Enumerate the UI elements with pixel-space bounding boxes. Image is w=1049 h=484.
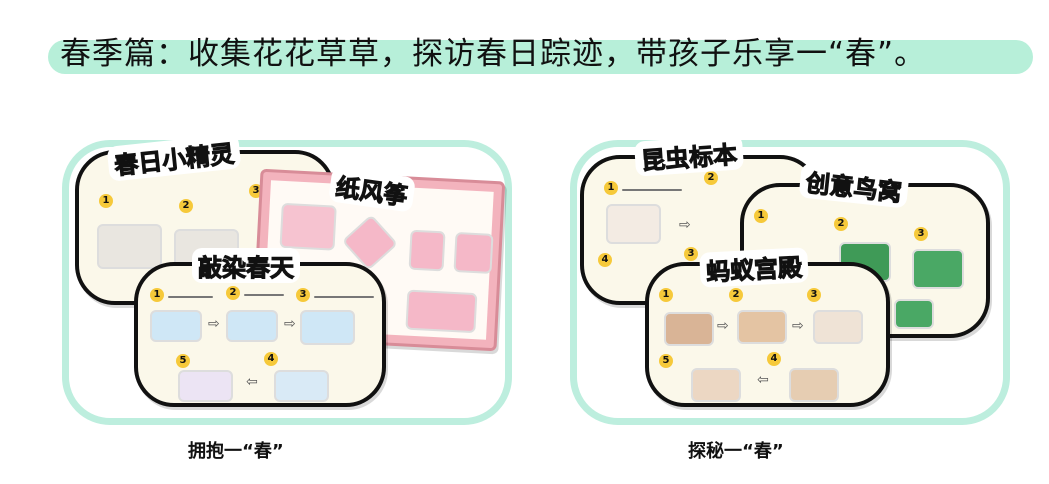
step-text [622,189,682,191]
arrow-right-icon: ⇨ [284,316,296,332]
step-photo [664,312,714,346]
step-photo [691,368,741,402]
card-tap-dye-spring[interactable]: 1 2 3 ⇨ ⇨ 5 4 ⇦ [134,262,386,407]
step-text [244,294,284,296]
title-highlight [48,40,1033,74]
step-photo [226,310,278,342]
arrow-left-icon: ⇦ [246,374,258,390]
left-caption: 拥抱一“春” [188,441,284,462]
step-photo [789,368,839,402]
step-photo [606,204,661,244]
arrow-left-icon: ⇦ [757,372,769,388]
card-title: 蚂蚁宫殿 [699,247,809,288]
step-badge: 2 [729,288,743,302]
step-badge: 4 [264,352,278,366]
step-badge: 4 [598,253,612,267]
step-photo [150,310,202,342]
step-photo [453,231,494,274]
arrow-right-icon: ⇨ [792,318,804,334]
step-badge: 4 [767,352,781,366]
step-photo [178,370,233,402]
step-badge: 5 [659,354,673,368]
step-badge: 2 [226,286,240,300]
page-header: 春季篇：收集花花草草，探访春日踪迹，带孩子乐享一“春”。 [48,22,1033,76]
step-photo [813,310,863,344]
right-group-outline [570,140,1010,425]
card-title: 敲染春天 [192,248,300,283]
step-photo [279,202,337,251]
arrow-right-icon: ⇨ [679,217,691,233]
step-badge: 5 [176,354,190,368]
arrow-right-icon: ⇨ [717,318,729,334]
step-badge: 1 [604,181,618,195]
step-photo [894,299,934,329]
step-photo [912,249,964,289]
right-caption: 探秘一“春” [688,441,784,462]
card-title: 昆虫标本 [633,134,745,177]
step-badge: 2 [179,199,193,213]
step-badge: 3 [914,227,928,241]
step-photo [405,289,478,334]
step-badge: 1 [150,288,164,302]
step-badge: 3 [807,288,821,302]
step-text [314,296,374,298]
step-photo [274,370,329,402]
card-ant-palace[interactable]: 1 2 3 ⇨ ⇨ 5 4 ⇦ [645,262,890,407]
step-badge: 3 [296,288,310,302]
page-title: 春季篇：收集花花草草，探访春日踪迹，带孩子乐享一“春”。 [60,36,927,72]
step-photo [300,310,355,345]
step-badge: 2 [834,217,848,231]
step-badge: 3 [684,247,698,261]
step-photo [737,310,787,344]
step-photo [408,229,446,272]
step-text [168,296,213,298]
left-group-outline [62,140,512,425]
step-badge: 1 [99,194,113,208]
step-badge: 1 [754,209,768,223]
step-badge: 1 [659,288,673,302]
step-photo [97,224,162,269]
step-badge: 2 [704,171,718,185]
arrow-right-icon: ⇨ [208,316,220,332]
